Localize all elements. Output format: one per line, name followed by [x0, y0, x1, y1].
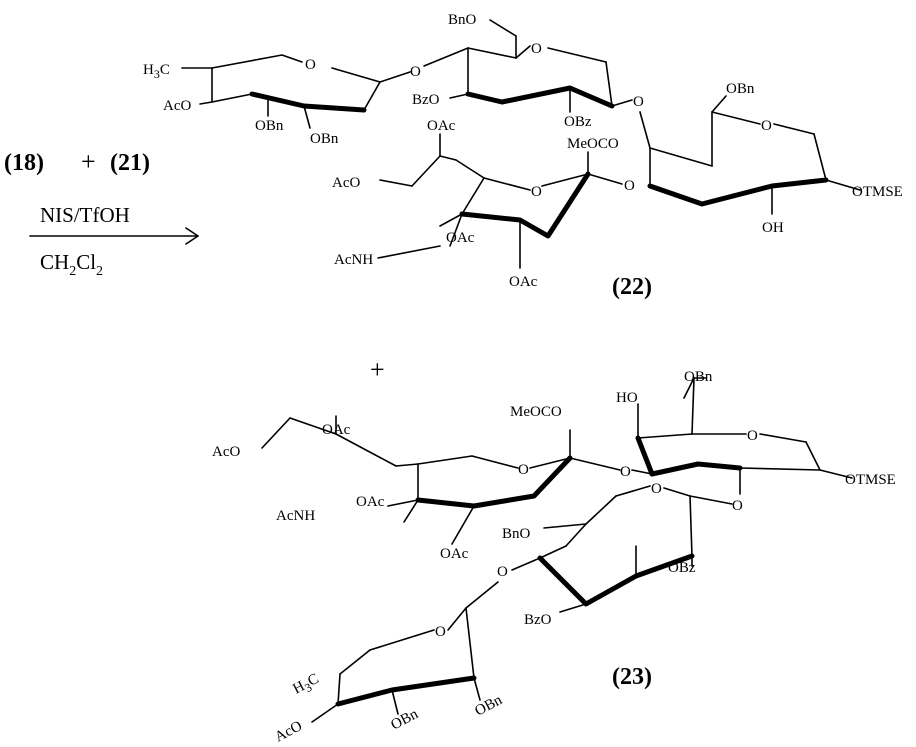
galactose-bno-group: BnO	[448, 12, 477, 28]
galactose-ring-oxygen: O	[531, 41, 542, 57]
sialic-meoco-group-23: MeOCO	[510, 404, 562, 420]
sialic-oac-bottom-23: OAc	[440, 546, 469, 562]
sialic-oac-top-23: OAc	[322, 422, 351, 438]
glucose-obn-group: OBn	[726, 81, 755, 97]
fucose-ring-oxygen: O	[305, 57, 316, 73]
solvent-label: CH2Cl2	[40, 250, 103, 279]
reagent-label: NIS/TfOH	[40, 203, 130, 227]
galactose-obz-group-23: OBz	[668, 560, 696, 576]
reactant-18-label: (18)	[4, 150, 44, 176]
gal-glc-linkage-oxygen-23: O	[732, 498, 743, 514]
galactose-ring-22	[423, 19, 633, 113]
fucose-h3c-group-23: H3C	[290, 671, 323, 700]
fuc-gal-linkage-oxygen: O	[410, 64, 421, 80]
glucose-ho-group: HO	[616, 390, 638, 406]
sialic-oac-mid-23: OAc	[356, 494, 385, 510]
plus-sign-products: +	[370, 355, 385, 384]
gal-glc-linkage-oxygen: O	[633, 94, 644, 110]
glucose-ring-oxygen-23: O	[747, 428, 758, 444]
glucose-obn-group-23: OBn	[684, 369, 713, 385]
fucose-ring-22	[181, 54, 411, 129]
sialic-acid-ring-22	[379, 133, 623, 269]
product-22-structure: H3C O AcO OBn OBn O BnO O BzO OBz O	[143, 12, 903, 290]
fucose-obn-2-23: OBn	[472, 692, 505, 720]
sia-glc-linkage-oxygen: O	[624, 178, 635, 194]
plus-sign-reactants: +	[81, 147, 96, 176]
sia-glc-linkage-oxygen-23: O	[620, 464, 631, 480]
fucose-ring-oxygen-23: O	[435, 624, 446, 640]
glucose-oh-group: OH	[762, 220, 784, 236]
galactose-bzo-group-23: BzO	[524, 612, 552, 628]
reaction-arrow-head	[185, 227, 199, 245]
product-23-label: (23)	[612, 664, 652, 690]
glucose-ring-oxygen: O	[761, 118, 772, 134]
sialic-meoco-group: MeOCO	[567, 136, 619, 152]
sialic-oac-top: OAc	[427, 118, 456, 134]
otmse-group-22: OTMSE	[852, 184, 903, 200]
fucose-obn-3-23: OBn	[388, 706, 421, 734]
fucose-aco-group: AcO	[163, 98, 191, 114]
galactose-bzo-group: BzO	[412, 92, 440, 108]
otmse-group-23: OTMSE	[845, 472, 896, 488]
sialic-oac-mid: OAc	[446, 230, 475, 246]
sialic-ring-oxygen: O	[531, 184, 542, 200]
reactant-21-label: (21)	[110, 150, 150, 176]
sialic-oac-bottom: OAc	[509, 274, 538, 290]
galactose-ring-oxygen-23: O	[651, 481, 662, 497]
fucose-aco-group-23: AcO	[272, 718, 305, 746]
glucose-ring-22	[639, 95, 861, 215]
product-22-label: (22)	[612, 274, 652, 300]
sialic-aco-group-23: AcO	[212, 444, 240, 460]
sialic-acnh-group: AcNH	[334, 252, 373, 268]
sialic-aco-group: AcO	[332, 175, 360, 191]
galactose-ring-23	[511, 485, 733, 613]
glucose-ring-23	[631, 377, 853, 495]
sialic-ring-oxygen-23: O	[518, 462, 529, 478]
galactose-bno-group-23: BnO	[502, 526, 531, 542]
sialic-acid-ring-23	[261, 415, 621, 545]
galactose-obz-group: OBz	[564, 114, 592, 130]
sialic-acnh-group-23: AcNH	[276, 508, 315, 524]
fucose-h3c-group: H3C	[143, 62, 170, 81]
product-23-structure: OBn HO O OTMSE O O MeOCO O AcO OAc OAc	[212, 369, 896, 746]
fucose-obn-2: OBn	[255, 118, 284, 134]
fucose-obn-3: OBn	[310, 131, 339, 147]
fuc-gal-linkage-oxygen-23: O	[497, 564, 508, 580]
fucose-ring-23	[311, 581, 499, 723]
